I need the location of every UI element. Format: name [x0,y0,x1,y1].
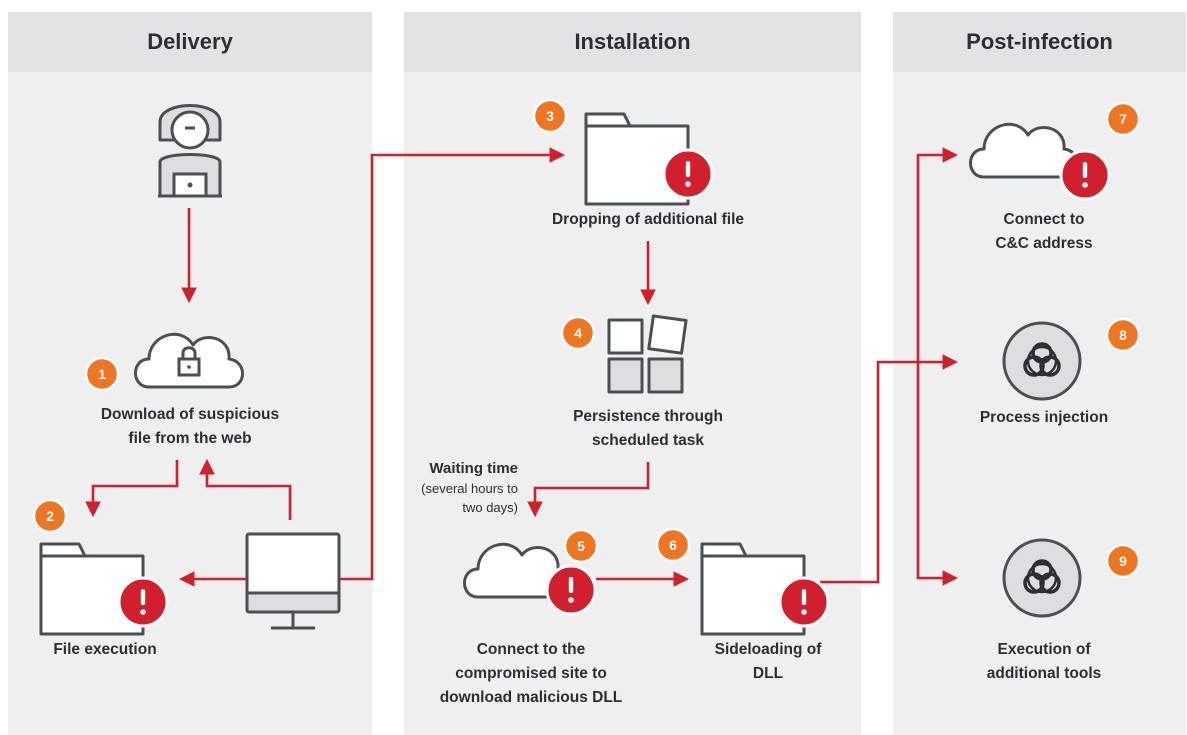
delivery-header: Delivery [8,12,372,72]
folder-alert-icon [39,542,169,636]
step-7-label: Connect to C&C address [995,208,1092,256]
step-1-line-2: file from the web [128,430,252,447]
arrow-download-to-file-execution [85,460,179,518]
cloud-alert-icon [969,122,1111,201]
waiting-time-title: Waiting time [429,460,518,477]
step-9-label: Execution of additional tools [987,638,1102,686]
post-infection-header: Post-infection [893,12,1186,72]
step-2-line-1: File execution [53,641,157,658]
waiting-time-line-2: two days) [462,500,518,515]
step-number-6: 6 [669,537,677,553]
step-badges: 1 2 3 4 5 6 7 [32,98,1141,579]
step-badge-9: 9 [1105,543,1141,579]
biohazard-icon [1002,321,1082,401]
step-8-line-1: Process injection [979,409,1109,426]
step-4-line-1: Persistence through [573,408,723,425]
step-3-line-1: Dropping of additional file [551,211,745,228]
step-number-5: 5 [577,538,585,554]
step-1-line-1: Download of suspicious [100,406,280,423]
step-number-7: 7 [1119,111,1127,127]
step-number-4: 4 [574,325,582,341]
step-badge-7: 7 [1105,101,1141,137]
step-badge-5: 5 [563,528,599,564]
step-badge-4: 4 [560,315,596,351]
step-badge-1: 1 [84,356,120,392]
arrow-branch-to-cnc [916,147,959,362]
step-number-8: 8 [1119,327,1127,343]
biohazard-icon [1002,538,1082,618]
arrow-persistence-to-connect [527,462,650,518]
installation-header: Installation [404,12,861,72]
step-9-line-1: Execution of [997,641,1091,658]
waiting-time-line-1: (several hours to [421,481,518,496]
step-badge-8: 8 [1105,317,1141,353]
cloud-lock-icon [134,332,244,389]
arrow-monitor-to-download [199,458,292,520]
step-7-line-2: C&C address [995,235,1093,252]
step-number-3: 3 [546,108,554,124]
step-7-line-1: Connect to [1003,211,1085,228]
step-number-9: 9 [1119,553,1127,569]
step-5-line-3: download malicious DLL [439,689,623,706]
step-4-line-2: scheduled task [592,432,704,449]
step-6-line-1: Sideloading of [714,641,822,658]
step-5-label: Connect to the compromised site to downl… [440,638,623,710]
desktop-monitor-icon [245,532,341,630]
arrow-monitor-to-dropping [340,147,566,581]
step-badge-2: 2 [32,498,68,534]
step-9-line-2: additional tools [986,665,1102,682]
step-number-1: 1 [98,366,106,382]
attacker-icon [158,104,222,198]
step-number-2: 2 [46,508,54,524]
arrow-sideloading-to-post-infection [820,354,959,584]
step-badge-3: 3 [532,98,568,134]
step-2-label: File execution [53,638,156,662]
scheduled-task-tiles-icon [607,314,688,394]
waiting-time-note: Waiting time (several hours to two days) [400,459,518,517]
flow-arrows [85,147,959,587]
folder-alert-icon [700,542,830,636]
arrow-branch-to-tools [916,362,959,586]
folder-alert-icon [584,112,714,206]
step-3-label: Dropping of additional file [552,208,744,232]
step-1-label: Download of suspicious file from the web [101,403,279,451]
step-5-line-1: Connect to the [476,641,586,658]
step-6-label: Sideloading of DLL [715,638,822,686]
step-4-label: Persistence through scheduled task [573,405,723,453]
step-5-line-2: compromised site to [455,665,607,682]
step-6-line-2: DLL [752,665,784,682]
step-badge-6: 6 [655,527,691,563]
step-8-label: Process injection [980,406,1108,430]
